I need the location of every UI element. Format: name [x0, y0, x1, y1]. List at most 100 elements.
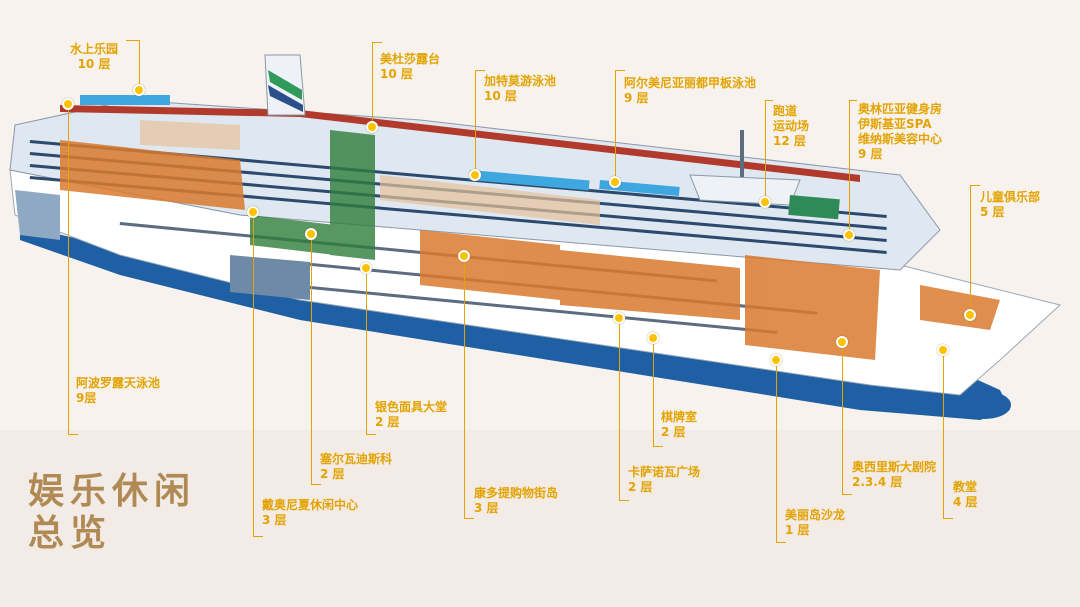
label-beauty-name: 美丽岛沙龙: [785, 508, 846, 522]
marker-beauty: [770, 354, 782, 366]
label-card-deck: 2 层: [661, 425, 686, 439]
tick-silver: [366, 434, 376, 435]
tick-casanova: [619, 500, 629, 501]
tick-kids: [970, 185, 980, 186]
leader-line-sardinia: [311, 236, 312, 484]
marker-olympia: [843, 229, 855, 241]
tick-condotti: [464, 518, 474, 519]
marker-gatemo: [469, 169, 481, 181]
marker-kids: [964, 309, 976, 321]
label-beauty-salon: 美丽岛沙龙 1 层: [785, 508, 845, 538]
marker-sardinia: [305, 228, 317, 240]
leader-line-silver-mask: [366, 268, 367, 434]
marker-apollo-pool: [62, 98, 74, 110]
marker-water-park: [133, 84, 145, 96]
label-casanova-deck: 2 层: [628, 480, 653, 494]
tick-osiris: [842, 494, 852, 495]
label-olympia-name2: 伊斯基亚SPA: [858, 117, 932, 131]
marker-casanova: [613, 312, 625, 324]
label-dionysus-deck: 3 层: [262, 513, 287, 527]
leader-line-jogging-track: [765, 100, 766, 202]
label-medusa-name: 美杜莎露台: [380, 52, 441, 66]
label-apollo-name: 阿波罗露天泳池: [76, 376, 161, 390]
label-casanova-name: 卡萨诺瓦广场: [628, 465, 701, 479]
label-water-park: 水上乐园 10 层: [70, 42, 118, 72]
title-line-2: 总览: [28, 512, 113, 554]
label-osiris-name: 奥西里斯大剧院: [852, 460, 937, 474]
label-jogging-name2: 运动场: [773, 119, 810, 133]
leader-line-casanova: [619, 318, 620, 500]
marker-silver: [360, 262, 372, 274]
tick-apollo: [68, 434, 78, 435]
label-water-park-name: 水上乐园: [70, 42, 119, 56]
label-olympia-deck: 9 层: [858, 147, 883, 161]
marker-medusa: [366, 121, 378, 133]
label-olympia-gym: 奥林匹亚健身房 伊斯基亚SPA 维纳斯美容中心 9 层: [858, 102, 942, 162]
marker-jogging: [759, 196, 771, 208]
tick-olympia: [849, 100, 857, 101]
label-olympia-name: 奥林匹亚健身房: [858, 102, 943, 116]
marker-card-room: [647, 332, 659, 344]
label-armenia-deck: 9 层: [624, 91, 649, 105]
marker-armenia: [609, 176, 621, 188]
leader-line-dionysus: [253, 214, 254, 536]
label-armenia-name: 阿尔美尼亚丽都甲板泳池: [624, 76, 757, 90]
label-kids-deck: 5 层: [980, 205, 1005, 219]
leader-line-medusa-terrace: [372, 42, 373, 127]
marker-osiris: [836, 336, 848, 348]
label-medusa-terrace: 美杜莎露台 10 层: [380, 52, 440, 82]
label-dionysus-lounge: 戴奥尼夏休闲中心 3 层: [262, 498, 358, 528]
label-kids-club: 儿童俱乐部 5 层: [980, 190, 1040, 220]
leader-line-olympia-gym: [849, 100, 850, 235]
label-condotti-deck: 3 层: [474, 501, 499, 515]
label-casanova-plaza: 卡萨诺瓦广场 2 层: [628, 465, 700, 495]
label-condotti-street: 康多提购物街岛 3 层: [474, 486, 558, 516]
label-chapel-name: 教堂: [953, 480, 978, 494]
leader-line-armenia-pool: [615, 70, 616, 182]
label-kids-name: 儿童俱乐部: [980, 190, 1041, 204]
leader-line-kids-club: [970, 185, 971, 315]
label-sardinia: 塞尔瓦迪斯科 2 层: [320, 452, 392, 482]
leader-line-condotti: [464, 256, 465, 518]
label-dionysus-name: 戴奥尼夏休闲中心: [262, 498, 359, 512]
label-silver-deck: 2 层: [375, 415, 400, 429]
leader-line-water-park: [139, 40, 140, 90]
label-armenia-pool: 阿尔美尼亚丽都甲板泳池 9 层: [624, 76, 756, 106]
leader-line-beauty-salon: [776, 360, 777, 542]
label-water-park-deck: 10 层: [77, 57, 111, 71]
label-olympia-name3: 维纳斯美容中心: [858, 132, 943, 146]
leader-line-chapel: [943, 350, 944, 518]
label-gatemo-name: 加特莫游泳池: [484, 74, 557, 88]
label-medusa-deck: 10 层: [380, 67, 413, 81]
marker-chapel: [937, 344, 949, 356]
tick-armenia: [615, 70, 625, 71]
label-beauty-deck: 1 层: [785, 523, 810, 537]
label-apollo-pool: 阿波罗露天泳池 9层: [76, 376, 160, 406]
label-apollo-deck: 9层: [76, 391, 97, 405]
marker-condotti: [458, 250, 470, 262]
label-jogging-deck: 12 层: [773, 134, 806, 148]
label-silver-name: 银色面具大堂: [375, 400, 448, 414]
tick-gatemo: [475, 70, 485, 71]
tick-water-park: [126, 40, 140, 41]
label-card-room: 棋牌室 2 层: [661, 410, 697, 440]
label-osiris-deck: 2.3.4 层: [852, 475, 903, 489]
tick-beauty: [776, 542, 786, 543]
label-gatemo-pool: 加特莫游泳池 10 层: [484, 74, 556, 104]
tick-medusa: [372, 42, 382, 43]
leader-line-card-room: [653, 338, 654, 446]
label-chapel-deck: 4 层: [953, 495, 978, 509]
label-condotti-name: 康多提购物街岛: [474, 486, 559, 500]
tick-card: [653, 446, 663, 447]
label-gatemo-deck: 10 层: [484, 89, 517, 103]
overview-title: 娱乐休闲 总览: [28, 470, 196, 554]
label-jogging-name: 跑道: [773, 104, 798, 118]
label-chapel: 教堂 4 层: [953, 480, 978, 510]
tick-jogging: [765, 100, 773, 101]
marker-dionysus: [247, 206, 259, 218]
tick-dionysus: [253, 536, 263, 537]
leader-line-apollo-pool: [68, 104, 69, 434]
tick-sardinia: [311, 484, 321, 485]
leader-line-gatemo-pool: [475, 70, 476, 175]
label-osiris-theater: 奥西里斯大剧院 2.3.4 层: [852, 460, 936, 490]
